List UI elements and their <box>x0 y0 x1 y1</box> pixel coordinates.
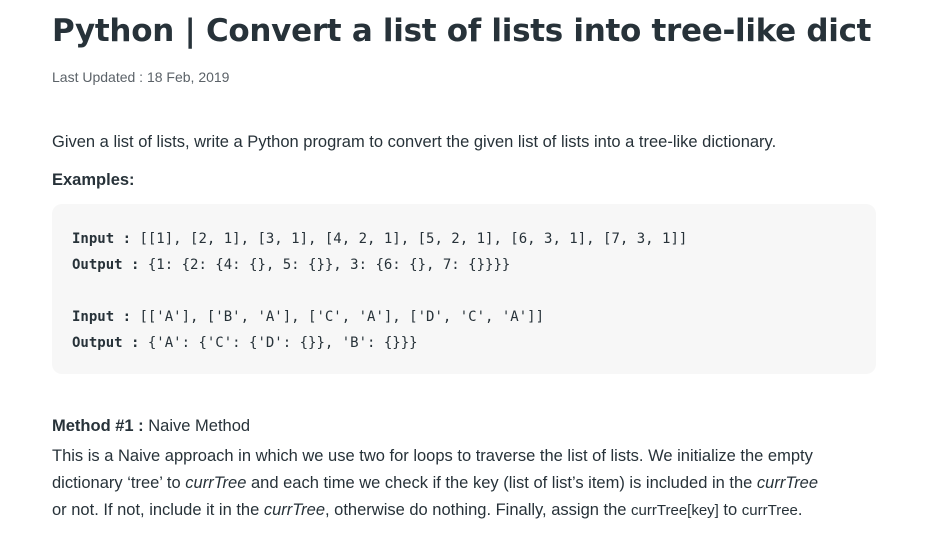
code-example-block: Input : [[1], [2, 1], [3, 1], [4, 2, 1],… <box>52 204 876 374</box>
method-description: This is a Naive approach in which we use… <box>52 443 876 524</box>
emphasis-text: currTree <box>185 474 247 492</box>
code-input-line: Input : [[1], [2, 1], [3, 1], [4, 2, 1],… <box>72 226 876 252</box>
output-key: Output : <box>72 257 140 273</box>
input-value: [[1], [2, 1], [3, 1], [4, 2, 1], [5, 2, … <box>131 231 688 247</box>
text-segment: , otherwise do nothing. Finally, assign … <box>325 501 632 519</box>
input-key: Input : <box>72 309 132 325</box>
input-key: Input : <box>72 231 132 247</box>
code-output-line: Output : {1: {2: {4: {}, 5: {}}, 3: {6: … <box>72 252 876 278</box>
input-value: [['A'], ['B', 'A'], ['C', 'A'], ['D', 'C… <box>131 309 545 325</box>
text-segment: to <box>718 501 742 519</box>
examples-heading: Examples: <box>52 171 135 189</box>
emphasis-text: currTree <box>756 474 819 492</box>
method-name: Naive Method <box>143 417 251 435</box>
description-line: dictionary ‘tree’ to currTree and each t… <box>52 470 876 497</box>
output-value: {'A': {'C': {'D': {}}, 'B': {}}} <box>139 335 418 351</box>
last-updated: Last Updated : 18 Feb, 2019 <box>52 69 230 85</box>
article-title: Python | Convert a list of lists into tr… <box>52 13 872 49</box>
code-spacer <box>72 278 876 304</box>
intro-paragraph: Given a list of lists, write a Python pr… <box>52 133 777 151</box>
inline-code: currTree <box>741 502 798 519</box>
code-input-line: Input : [['A'], ['B', 'A'], ['C', 'A'], … <box>72 304 876 330</box>
emphasis-text: currTree <box>263 501 325 519</box>
method-number: Method #1 : <box>52 417 144 435</box>
inline-code: currTree[key] <box>631 502 719 519</box>
code-output-line: Output : {'A': {'C': {'D': {}}, 'B': {}}… <box>72 330 876 356</box>
output-key: Output : <box>72 335 140 351</box>
method-heading: Method #1 : Naive Method <box>52 417 250 436</box>
text-segment: . <box>797 501 803 519</box>
text-segment: and each time we check if the key (list … <box>246 474 757 492</box>
description-line: or not. If not, include it in the currTr… <box>52 497 876 524</box>
output-value: {1: {2: {4: {}, 5: {}}, 3: {6: {}, 7: {}… <box>139 257 511 273</box>
description-line: This is a Naive approach in which we use… <box>52 447 813 465</box>
text-segment: or not. If not, include it in the <box>52 501 264 519</box>
text-segment: dictionary ‘tree’ to <box>52 474 186 492</box>
